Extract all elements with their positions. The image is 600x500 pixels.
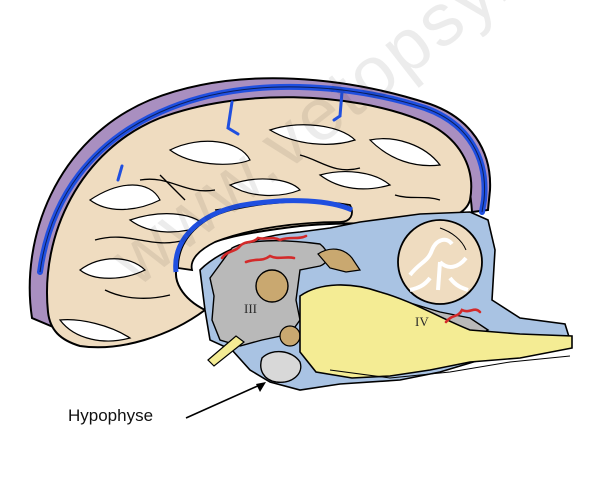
interthalamic-adhesion: [256, 270, 288, 302]
hypophysis: [261, 352, 301, 383]
fourth-ventricle-label: IV: [415, 314, 429, 330]
third-ventricle-label: III: [244, 301, 257, 317]
mammillary-body: [280, 326, 300, 346]
hypophyse-label: Hypophyse: [68, 406, 153, 426]
hypophyse-leader-line: [186, 384, 262, 418]
cerebellum: [398, 220, 482, 304]
leader-arrowhead: [256, 382, 266, 392]
